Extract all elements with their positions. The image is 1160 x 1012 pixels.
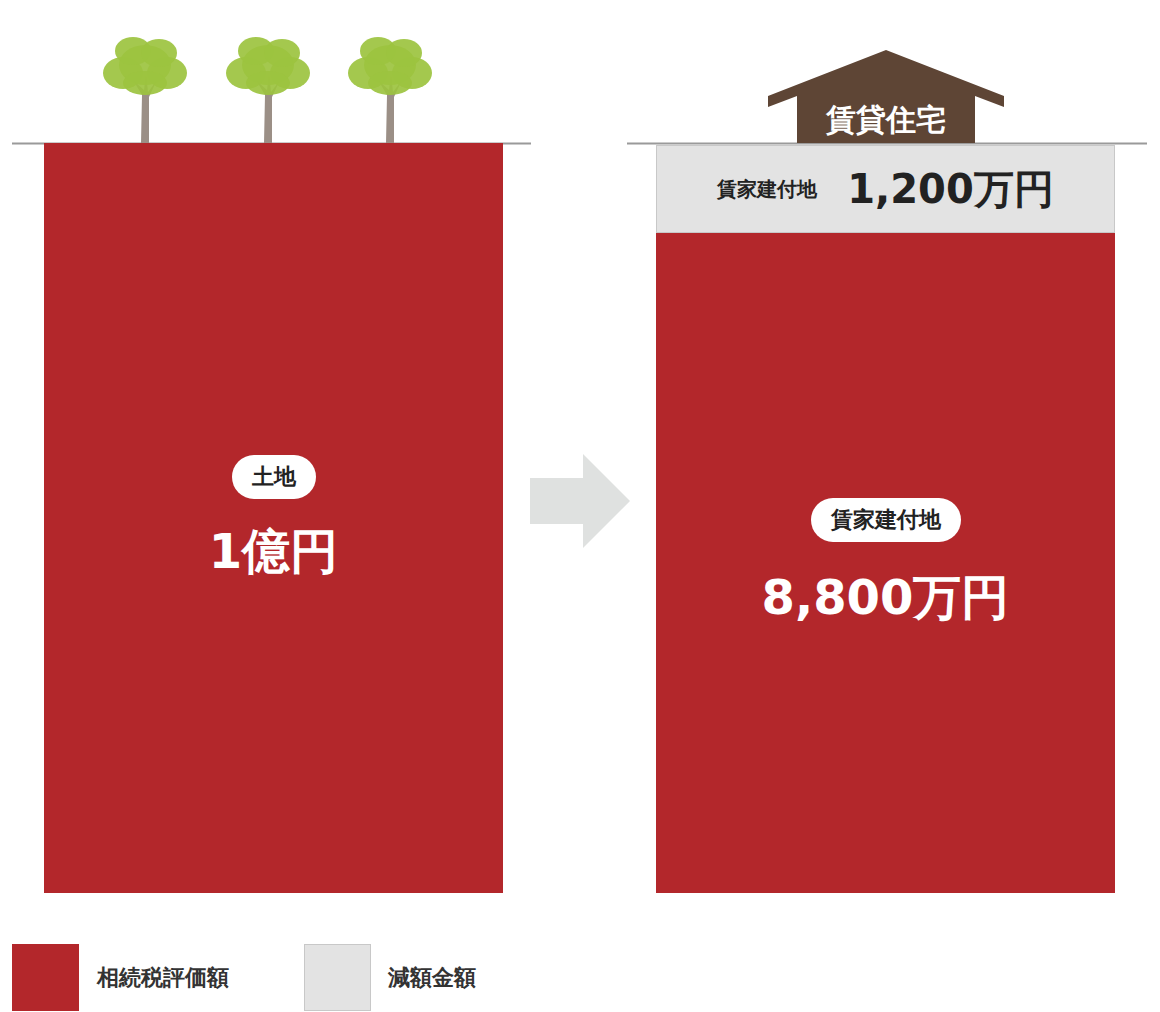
assessed-pill: 賃家建付地: [811, 498, 961, 542]
trees: [103, 37, 432, 143]
tree-leaves: [141, 39, 177, 67]
pill-label: 賃家建付地: [831, 506, 941, 534]
rental-house: 賃貸住宅: [768, 50, 1004, 143]
band-label: 賃家建付地: [717, 176, 817, 203]
tree-leaves: [386, 39, 422, 67]
tree: [103, 37, 187, 143]
tree-leaves: [123, 71, 167, 95]
tree-leaves: [246, 71, 290, 95]
reduction-band: 賃家建付地 1,200万円: [656, 145, 1115, 233]
house-label: 賃貸住宅: [797, 96, 975, 143]
reduction-value: 1,200万円: [847, 162, 1054, 217]
assessed-block: 8,800万円 賃家建付地: [656, 233, 1115, 893]
legend-swatch: [12, 944, 79, 1011]
assessed-value: 8,800万円: [656, 569, 1115, 625]
tree: [348, 37, 432, 143]
tree-leaves: [264, 39, 300, 67]
land-label: 土地: [252, 463, 296, 491]
legend-label: 相続税評価額: [97, 964, 229, 992]
block-arrow: [530, 454, 630, 548]
legend-label: 減額金額: [388, 964, 476, 992]
tree-leaves: [368, 71, 412, 95]
land-pill: 土地: [232, 455, 316, 499]
land-value: 1億円: [44, 523, 503, 579]
land-block: 1億円 土地: [44, 143, 503, 893]
legend-swatch: [304, 944, 371, 1011]
tree: [226, 37, 310, 143]
house-outline: [768, 50, 1004, 143]
